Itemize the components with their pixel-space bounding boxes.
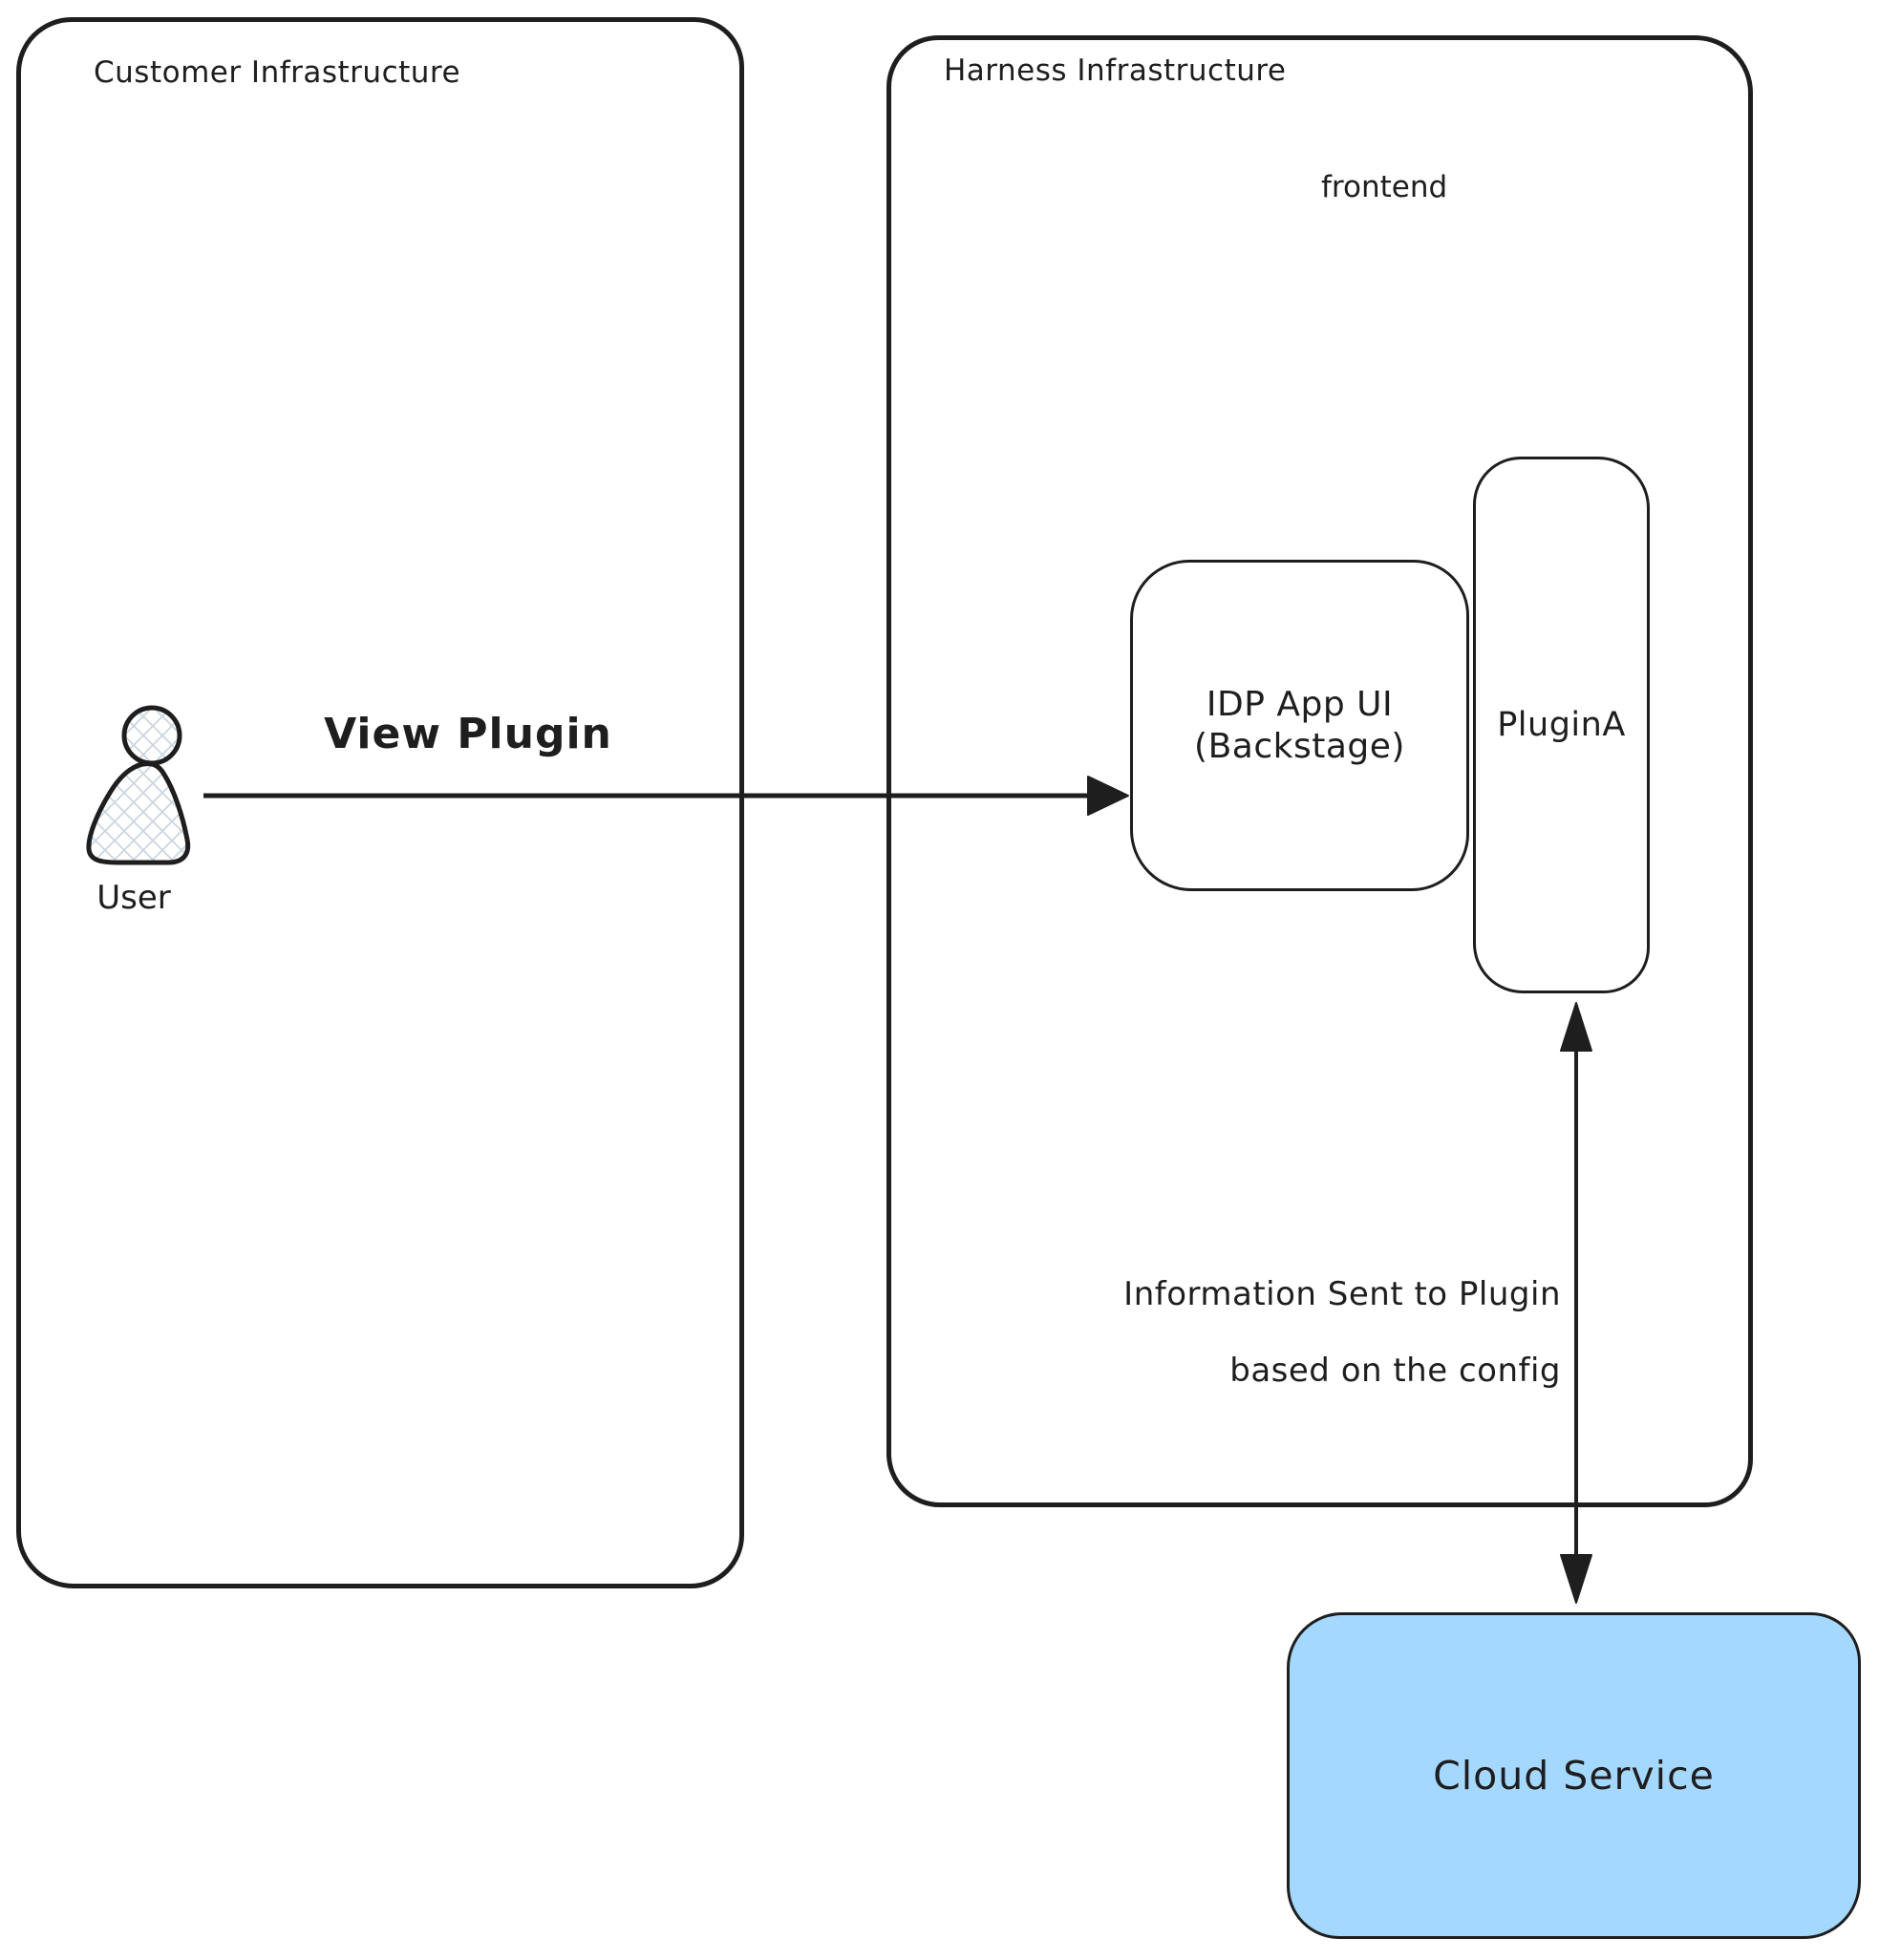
- info-sent-annotation-line2: based on the config: [1229, 1352, 1561, 1390]
- view-plugin-arrow-label: View Plugin: [324, 710, 612, 758]
- idp-app-ui-label: IDP App UI: [1206, 684, 1394, 724]
- cloud-service-label: Cloud Service: [1433, 1753, 1715, 1799]
- idp-app-ui-box: IDP App UI (Backstage): [1130, 560, 1469, 891]
- customer-infrastructure-title: Customer Infrastructure: [94, 55, 461, 90]
- idp-app-ui-sublabel: (Backstage): [1194, 726, 1405, 766]
- harness-infrastructure-title: Harness Infrastructure: [944, 53, 1287, 88]
- plugin-a-label: PluginA: [1497, 706, 1626, 744]
- cloud-service-box: Cloud Service: [1287, 1612, 1861, 1939]
- customer-infrastructure-box: [16, 17, 744, 1588]
- frontend-label: frontend: [1321, 170, 1448, 204]
- info-sent-annotation: Information Sent to Plugin based on the …: [969, 1275, 1561, 1390]
- info-sent-annotation-line1: Information Sent to Plugin: [1123, 1275, 1561, 1313]
- user-label: User: [96, 879, 171, 917]
- plugin-a-box: PluginA: [1473, 457, 1650, 993]
